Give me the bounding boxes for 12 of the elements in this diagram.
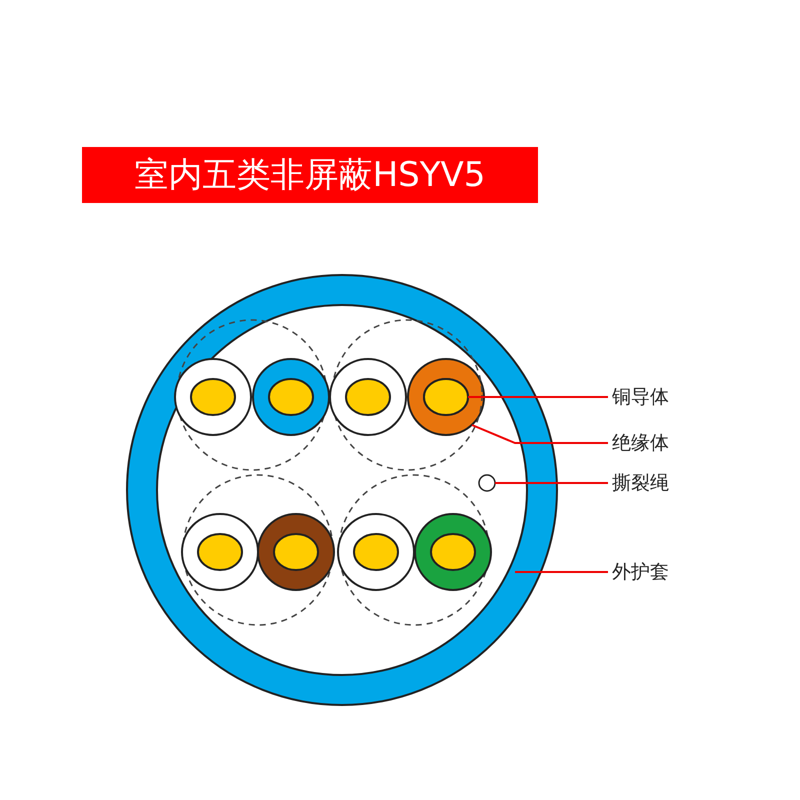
leader-line <box>468 396 608 398</box>
copper-conductor <box>423 378 469 416</box>
title-banner: 室内五类非屏蔽HSYV5 <box>82 147 538 203</box>
part-label: 绝缘体 <box>612 431 669 455</box>
leader-line <box>515 571 608 573</box>
part-label: 撕裂绳 <box>612 471 669 495</box>
leader-line <box>472 424 608 444</box>
leader-line <box>495 482 608 484</box>
part-label: 铜导体 <box>612 385 669 409</box>
part-label: 外护套 <box>612 560 669 584</box>
insulation-ring <box>407 358 485 436</box>
ripcord-circle <box>478 474 496 492</box>
